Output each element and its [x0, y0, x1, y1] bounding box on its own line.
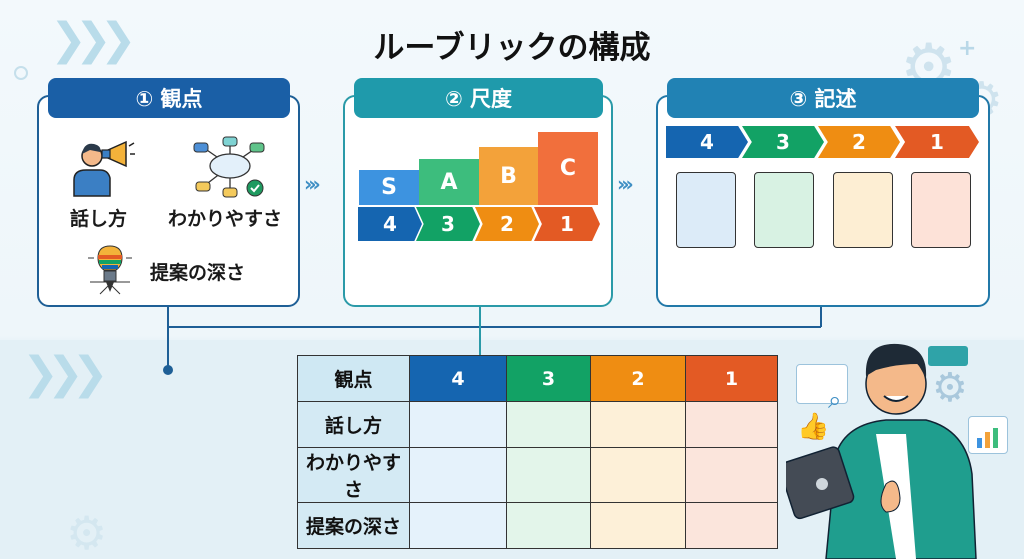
- decorative-chevrons-icon: ❯❯❯: [22, 348, 109, 399]
- row-label: わかりやすさ: [297, 447, 410, 503]
- description-scroll-4: [676, 172, 736, 248]
- connector-line: [479, 307, 481, 355]
- table-row: 話し方: [297, 401, 778, 448]
- table-cell[interactable]: [506, 401, 591, 448]
- table-header-row: 観点 4 3 2 1: [297, 355, 778, 402]
- table-row: 提案の深さ: [297, 502, 778, 549]
- viewpoint-label-depth: 提案の深さ: [150, 262, 246, 284]
- magnifier-icon: ⌕: [828, 386, 842, 414]
- megaphone-person-icon: [73, 140, 135, 197]
- connector-dot: [163, 365, 173, 375]
- viewpoint-label-clarity: わかりやすさ: [168, 208, 283, 230]
- plus-icon: +: [958, 36, 977, 61]
- connector-line: [167, 326, 821, 328]
- row-label: 話し方: [297, 401, 410, 448]
- grade-s: S: [359, 170, 419, 205]
- mind-map-cloud-icon: [193, 136, 265, 198]
- scale-score-1: 1: [534, 207, 600, 241]
- description-score-4: 4: [666, 126, 748, 158]
- table-cell[interactable]: [409, 447, 507, 503]
- arrow-right-icon: ›››: [304, 172, 321, 196]
- description-scroll-1: [911, 172, 971, 248]
- description-score-2: 2: [818, 126, 900, 158]
- scale-score-3: 3: [416, 207, 480, 241]
- rubric-table: 観点 4 3 2 1 話し方 わかりやすさ 提案の深さ: [297, 355, 778, 549]
- page-title: ルーブリックの構成: [373, 30, 651, 66]
- gear-icon: ⚙: [66, 506, 108, 559]
- description-scroll-3: [754, 172, 814, 248]
- thumbs-up-icon: 👍: [797, 412, 830, 442]
- description-scroll-2: [833, 172, 893, 248]
- grade-b: B: [479, 147, 538, 205]
- bar-chart-icon: [968, 416, 1008, 454]
- table-row: わかりやすさ: [297, 447, 778, 503]
- table-header-score-1: 1: [685, 355, 778, 402]
- table-cell[interactable]: [506, 447, 591, 503]
- table-cell[interactable]: [409, 502, 507, 549]
- chat-bubble-icon: [928, 346, 968, 366]
- table-cell[interactable]: [685, 502, 778, 549]
- viewpoint-label-speaking: 話し方: [70, 208, 128, 230]
- description-panel-header: ③ 記述: [667, 78, 979, 118]
- person-with-tablet-illustration: [786, 343, 977, 559]
- connector-line: [167, 307, 169, 369]
- viewpoint-panel-header: ① 観点: [48, 78, 290, 118]
- table-cell[interactable]: [409, 401, 507, 448]
- grade-c: C: [538, 132, 598, 205]
- row-label: 提案の深さ: [297, 502, 410, 549]
- table-cell[interactable]: [590, 447, 686, 503]
- table-cell[interactable]: [685, 447, 778, 503]
- scale-score-4: 4: [358, 207, 422, 241]
- table-header-score-3: 3: [506, 355, 591, 402]
- table-cell[interactable]: [590, 502, 686, 549]
- decorative-chevrons-icon: ❯❯❯: [50, 14, 137, 65]
- table-header-viewpoint: 観点: [297, 355, 410, 402]
- scale-panel-header: ② 尺度: [354, 78, 603, 118]
- grade-a: A: [419, 159, 479, 205]
- gear-icon: ⚙: [932, 365, 968, 411]
- document-window-icon: [796, 364, 848, 404]
- arrow-right-icon: ›››: [617, 172, 634, 196]
- table-cell[interactable]: [685, 401, 778, 448]
- table-cell[interactable]: [506, 502, 591, 549]
- table-header-score-2: 2: [590, 355, 686, 402]
- description-score-1: 1: [895, 126, 979, 158]
- table-cell[interactable]: [590, 401, 686, 448]
- scale-score-2: 2: [475, 207, 539, 241]
- decorative-circle-icon: [14, 66, 28, 80]
- table-header-score-4: 4: [409, 355, 507, 402]
- connector-line: [820, 307, 822, 327]
- description-score-3: 3: [742, 126, 824, 158]
- lightbulb-roots-icon: [88, 245, 132, 295]
- viewpoint-panel: [37, 95, 300, 307]
